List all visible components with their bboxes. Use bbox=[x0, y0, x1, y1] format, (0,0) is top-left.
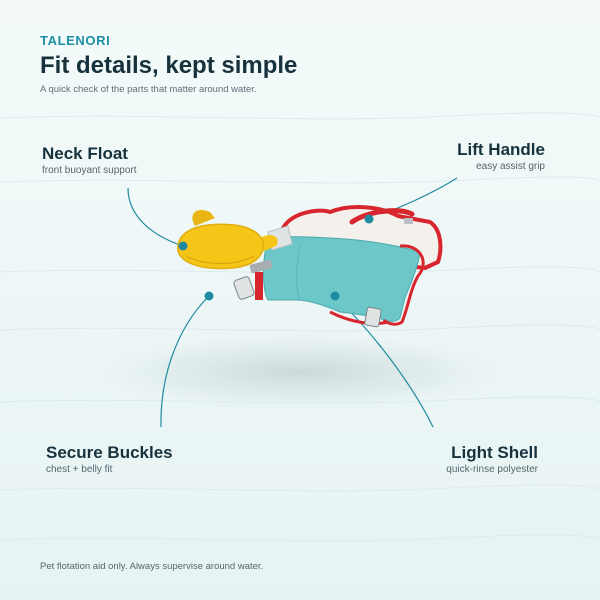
light-shell-desc: quick-rinse polyester bbox=[446, 464, 538, 475]
callout-dots bbox=[178, 214, 374, 301]
neck-float bbox=[177, 209, 278, 270]
secure-buckles-leader bbox=[160, 295, 210, 428]
lift-handle-desc: easy assist grip bbox=[476, 161, 545, 172]
brand-name: TALENORI bbox=[40, 33, 111, 48]
neck-float-leader bbox=[127, 187, 184, 247]
light-shell-title: Light Shell bbox=[451, 443, 538, 462]
lift-handle-title: Lift Handle bbox=[457, 140, 545, 159]
neck-float-title: Neck Float bbox=[42, 144, 128, 163]
secure-buckles-title: Secure Buckles bbox=[46, 443, 173, 462]
chest-buckle bbox=[233, 276, 255, 300]
vest-shell bbox=[263, 236, 421, 322]
vest-shadow bbox=[75, 330, 525, 414]
page-subtitle: A quick check of the parts that matter a… bbox=[40, 84, 257, 95]
neck-float-desc: front buoyant support bbox=[42, 165, 137, 176]
safety-footnote: Pet flotation aid only. Always supervise… bbox=[40, 561, 264, 572]
page-title: Fit details, kept simple bbox=[40, 52, 298, 79]
belly-buckle bbox=[364, 306, 382, 328]
secure-buckles-desc: chest + belly fit bbox=[46, 464, 113, 475]
lift-handle bbox=[349, 208, 415, 225]
life-vest bbox=[177, 205, 443, 328]
chest-strap bbox=[249, 259, 273, 274]
